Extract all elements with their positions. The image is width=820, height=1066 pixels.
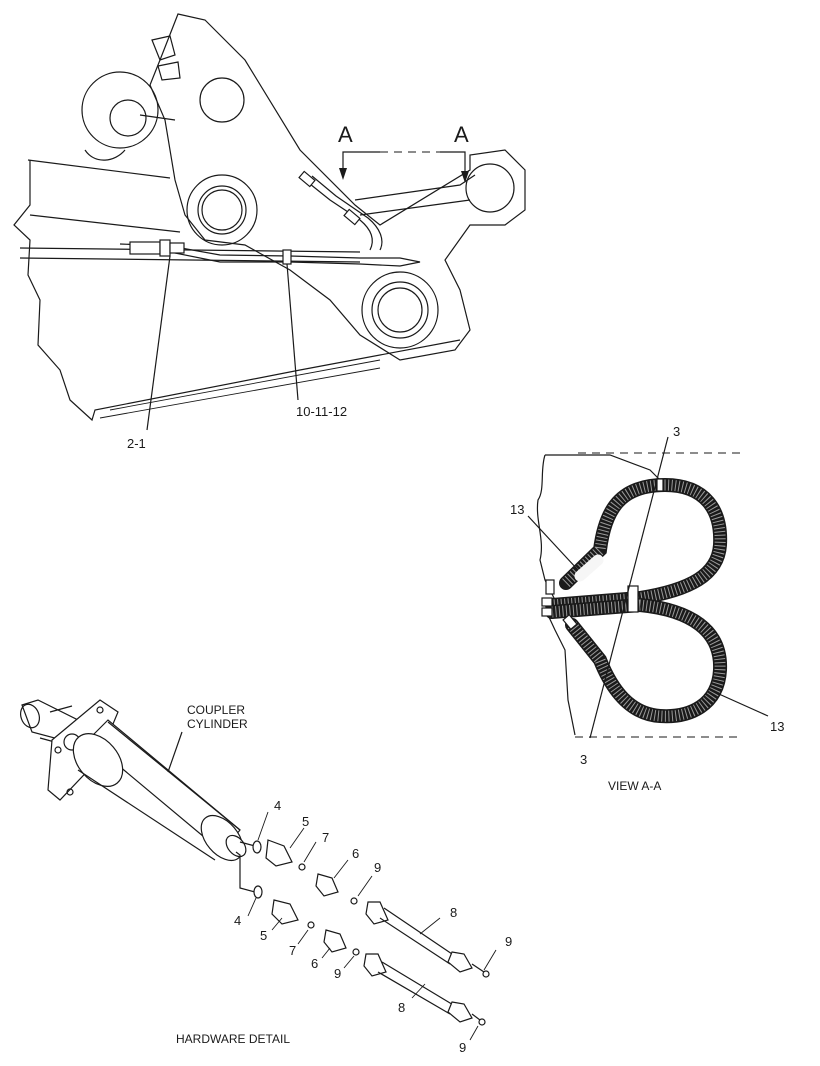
upper-callout-4: 4 [274,798,281,813]
view-aa-caption: VIEW A-A [608,779,661,793]
coupler-arm-assembly [13,13,526,422]
upper-callout-6: 6 [352,846,359,861]
hardware-detail-caption: HARDWARE DETAIL [176,1032,290,1046]
lower-callout-4: 4 [234,913,241,928]
view-a-a: 3 13 13 3 VIEW A-A [510,424,784,793]
cylinder-label-line2: CYLINDER [187,717,248,731]
view-aa-callout-hose-upper: 13 [510,502,524,517]
hardware-detail: COUPLER CYLINDER 4 5 7 6 9 8 9 4 5 7 6 9… [19,699,512,1055]
cylinder-label-line1: COUPLER [187,703,245,717]
callout-fitting: 2-1 [127,436,146,451]
section-marker-right: A [454,122,469,147]
section-marker-left: A [338,122,353,147]
view-aa-callout-hose-lower: 13 [770,719,784,734]
section-line-a-a: A A [338,122,469,183]
upper-callout-9b: 9 [505,934,512,949]
view-aa-callout-bottom: 3 [580,752,587,767]
upper-callout-9a: 9 [374,860,381,875]
lower-callout-9a: 9 [334,966,341,981]
view-aa-callout-top: 3 [673,424,680,439]
lower-callout-8: 8 [398,1000,405,1015]
main-view-callouts: 2-1 10-11-12 [127,255,347,451]
upper-callout-5: 5 [302,814,309,829]
lower-callout-6: 6 [311,956,318,971]
upper-callout-7: 7 [322,830,329,845]
upper-callout-8: 8 [450,905,457,920]
lower-callout-5: 5 [260,928,267,943]
lower-callout-9b: 9 [459,1040,466,1055]
lower-callout-7: 7 [289,943,296,958]
callout-clip: 10-11-12 [296,404,347,419]
